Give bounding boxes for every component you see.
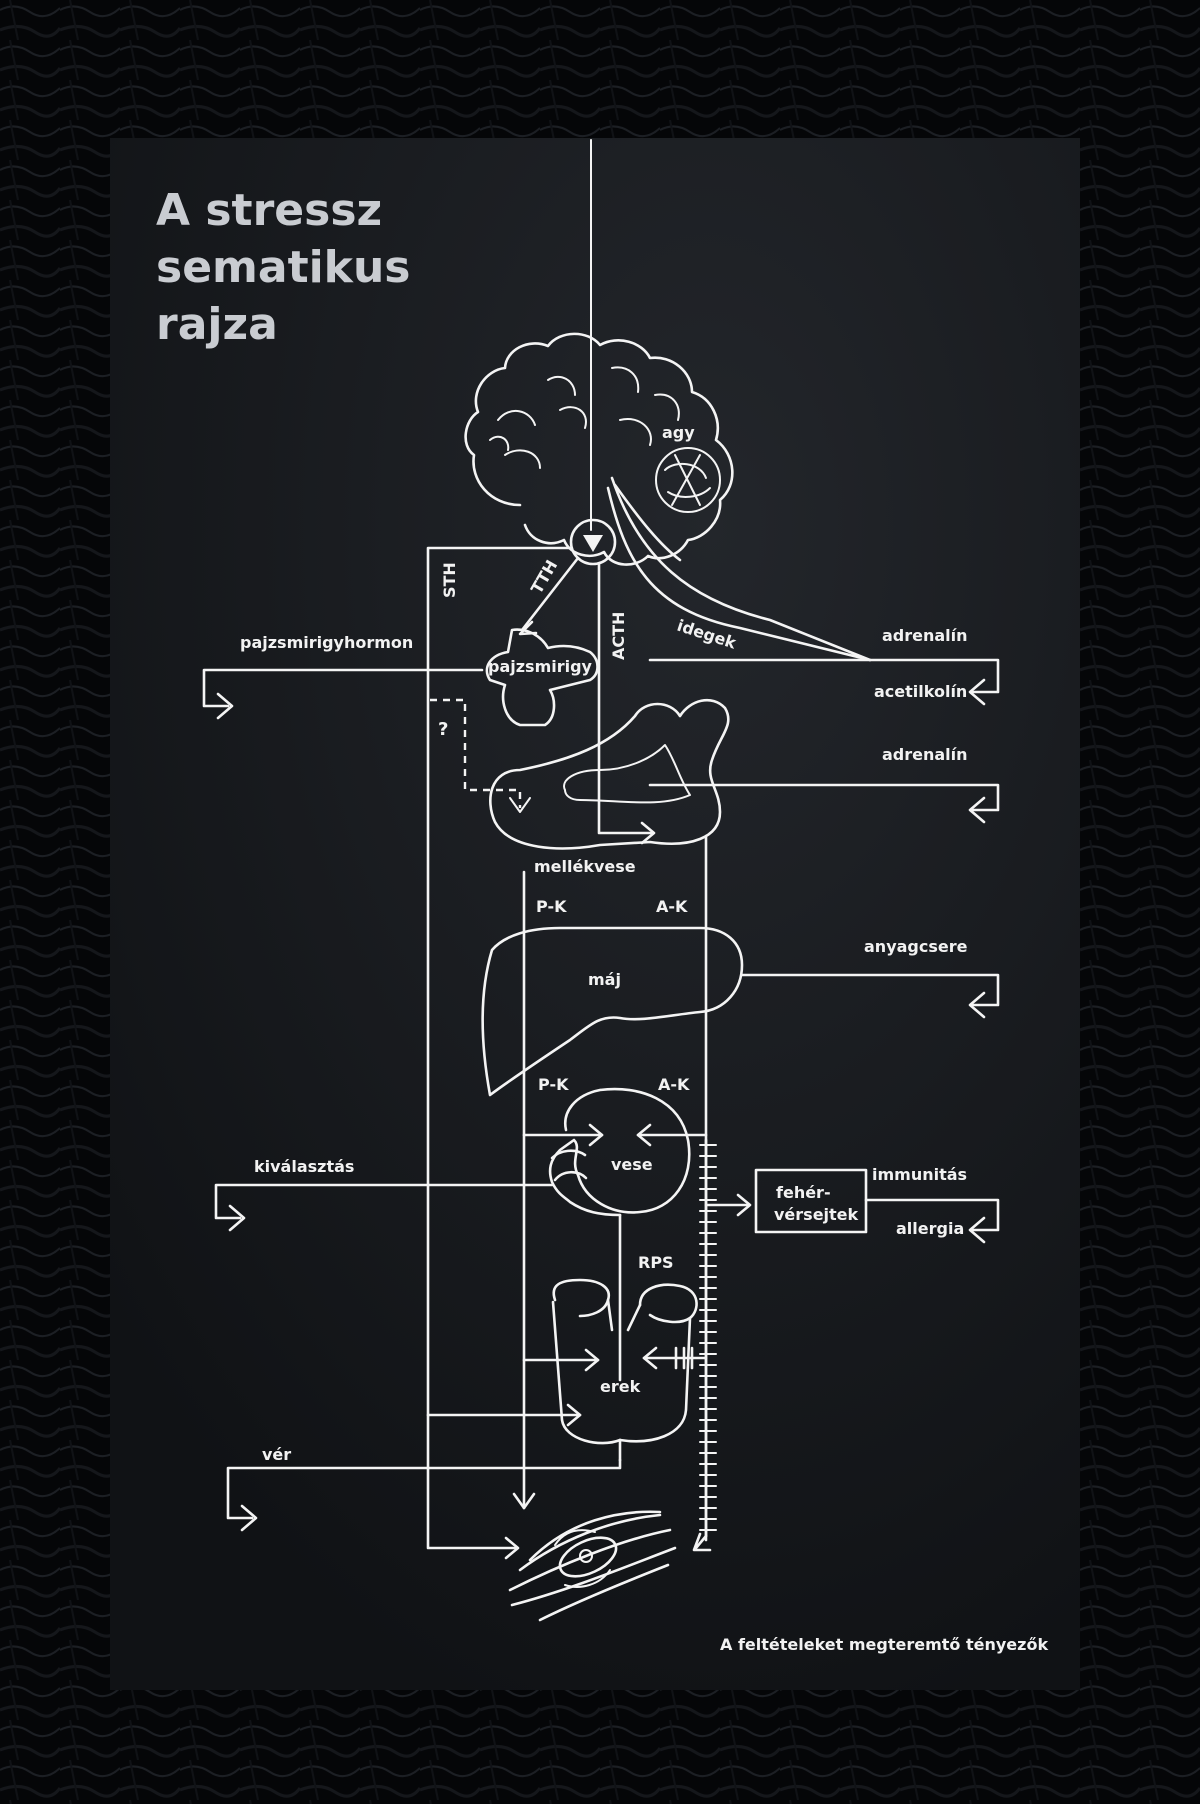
reticular-system-ladder bbox=[699, 1138, 717, 1542]
dashed-arrowhead bbox=[509, 797, 531, 813]
footer-text: A feltételeket megteremtő tényezők bbox=[720, 1635, 1048, 1654]
title-line-2: sematikus bbox=[156, 242, 410, 293]
label-ver: vér bbox=[262, 1445, 291, 1464]
output-arrow-kivalasztas bbox=[214, 1183, 554, 1220]
arrowhead-pk-to-vese bbox=[588, 1123, 604, 1147]
pk-arrowhead bbox=[512, 1492, 536, 1510]
label-pajzsmirigyhormon: pajzsmirigyhormon bbox=[240, 633, 413, 652]
label-acetilkolin: acetilkolín bbox=[874, 682, 967, 701]
erek-short-ticks bbox=[674, 1346, 694, 1370]
label-kivalasztas: kiválasztás bbox=[254, 1157, 354, 1176]
arrow-ak-to-tissue bbox=[694, 1534, 708, 1550]
nerve-line-upper bbox=[606, 486, 872, 662]
output-arrowhead-pajzsmirigyhormon bbox=[216, 692, 234, 720]
label-question: ? bbox=[438, 719, 448, 740]
label-versejtek: vérsejtek bbox=[774, 1205, 859, 1224]
pituitary-node bbox=[569, 518, 617, 566]
label-sth: STH bbox=[440, 562, 459, 598]
output-arrow-adrenalin-2 bbox=[648, 783, 1000, 812]
title-line-1: A stressz bbox=[156, 185, 382, 236]
label-vese: vese bbox=[611, 1155, 653, 1174]
output-arrow-immunitas bbox=[864, 1198, 1000, 1232]
label-adrenalin-2: adrenalín bbox=[882, 745, 968, 764]
output-arrowhead-2 bbox=[968, 796, 986, 824]
poster-board bbox=[110, 138, 1080, 1690]
label-acth: ACTH bbox=[609, 612, 628, 660]
label-allergia: allergia bbox=[896, 1219, 964, 1238]
acth-pathway-line bbox=[597, 562, 654, 835]
label-rps: RPS bbox=[638, 1253, 674, 1272]
label-erek: erek bbox=[600, 1377, 641, 1396]
output-arrowhead-anyagcsere bbox=[968, 991, 986, 1019]
label-maj: máj bbox=[588, 970, 621, 989]
label-ak-2: A-K bbox=[658, 1075, 690, 1094]
arrowhead-ak-to-vese bbox=[636, 1123, 652, 1147]
output-arrowhead-ver bbox=[240, 1504, 258, 1532]
arrowhead-ak-to-tissue bbox=[692, 1532, 712, 1552]
vessels-icon bbox=[551, 1278, 698, 1462]
nerve-line-lower bbox=[610, 476, 872, 662]
arrowhead-ak-to-erek bbox=[642, 1346, 658, 1370]
sth-pathway-line bbox=[426, 546, 573, 1550]
label-adrenalin-1: adrenalín bbox=[882, 626, 968, 645]
label-anyagcsere: anyagcsere bbox=[864, 937, 968, 956]
tissue-cells-icon bbox=[508, 1510, 677, 1622]
adrenal-gland-outer bbox=[489, 698, 730, 850]
output-arrowhead-kivalasztas bbox=[228, 1204, 246, 1232]
output-arrow-adrenalin-1 bbox=[648, 658, 1000, 694]
adrenal-gland-inner bbox=[563, 744, 691, 804]
brain-icon: agy bbox=[464, 332, 734, 566]
output-arrow-pajzsmirigyhormon bbox=[202, 668, 484, 708]
label-mellekvese: mellékvese bbox=[534, 857, 636, 876]
tth-pathway-line bbox=[520, 556, 580, 632]
label-pajzsmirigy: pajzsmirigy bbox=[488, 657, 593, 676]
label-pk-1: P-K bbox=[536, 897, 567, 916]
acth-arrowhead bbox=[640, 821, 656, 845]
output-arrow-ver bbox=[226, 1458, 622, 1520]
thyroid-icon bbox=[485, 628, 599, 727]
liver-icon bbox=[481, 926, 744, 1097]
label-ak-1: A-K bbox=[656, 897, 688, 916]
title-line-3: rajza bbox=[156, 299, 278, 350]
kidney-hilum bbox=[550, 1149, 588, 1182]
label-pk-2: P-K bbox=[538, 1075, 569, 1094]
arrowhead-to-white-cells bbox=[736, 1193, 752, 1217]
output-arrowhead-immunitas bbox=[968, 1216, 986, 1244]
label-feher: fehér- bbox=[776, 1183, 831, 1202]
poster-title: A stressz sematikus rajza bbox=[156, 185, 410, 350]
label-immunitas: immunitás bbox=[872, 1165, 967, 1184]
uncertain-dashed-pathway bbox=[430, 698, 522, 808]
label-agy: agy bbox=[662, 423, 695, 442]
output-arrowhead-1 bbox=[968, 678, 986, 706]
arrowhead-pk-to-erek bbox=[584, 1348, 600, 1372]
kidney-icon bbox=[548, 1087, 691, 1217]
arrowhead-sth-to-erek bbox=[566, 1403, 582, 1427]
arrowhead-sth-to-tissue bbox=[504, 1536, 520, 1560]
output-arrow-anyagcsere bbox=[740, 973, 1000, 1007]
